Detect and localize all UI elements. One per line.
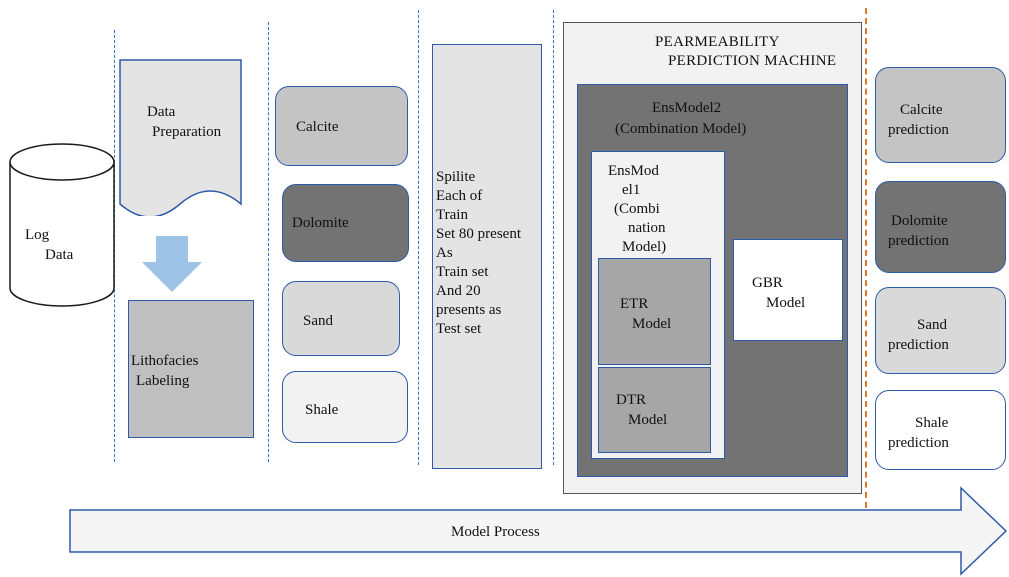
- model-process-label: Model Process: [451, 524, 540, 540]
- ensmodel1-line: el1: [622, 182, 641, 198]
- split-text: Spilite Each of Train Set 80 present As …: [436, 168, 521, 339]
- split-box: [432, 44, 542, 469]
- ensmodel1-line: EnsMod: [608, 163, 659, 179]
- log-data-cylinder: [9, 143, 115, 307]
- split-line: Set 80 present: [436, 226, 521, 242]
- class-calcite: [275, 86, 408, 166]
- gbr-model-box: [733, 239, 843, 341]
- split-line: Spilite: [436, 169, 476, 185]
- prediction-shale-line2: prediction: [888, 435, 949, 451]
- ensmodel2-line1: EnsModel2: [652, 100, 722, 116]
- class-dolomite: [282, 184, 409, 262]
- dtr-line2: Model: [628, 412, 668, 428]
- split-line: Train set: [436, 264, 489, 280]
- machine-title-line2: PERDICTION MACHINE: [668, 53, 837, 69]
- log-data-label-line2: Data: [45, 247, 74, 263]
- gbr-line2: Model: [766, 295, 806, 311]
- dtr-model-box: [598, 367, 711, 453]
- divider-2: [268, 22, 269, 462]
- divider-orange: [865, 8, 867, 528]
- divider-4: [553, 10, 554, 465]
- ensmodel2-line2: (Combination Model): [615, 121, 747, 137]
- lithofacies-labeling-box: [128, 300, 254, 438]
- divider-3: [418, 10, 419, 465]
- class-shale: [282, 371, 408, 443]
- lithofacies-labeling-line2: Labeling: [136, 373, 190, 389]
- split-line: And 20: [436, 283, 481, 299]
- prediction-sand: [875, 287, 1006, 374]
- ensmodel1-line: (Combi: [614, 201, 660, 217]
- data-preparation-document: [119, 59, 242, 216]
- lithofacies-labeling-line1: Lithofacies: [131, 353, 199, 369]
- prediction-calcite: [875, 67, 1006, 163]
- prediction-sand-line2: prediction: [888, 337, 949, 353]
- down-arrow-icon: [142, 236, 202, 292]
- prediction-dolomite-line2: prediction: [888, 233, 949, 249]
- model-process-arrow: [69, 486, 1008, 576]
- split-line: Each of: [436, 188, 483, 204]
- ensmodel1-text: EnsMod el1 (Combi nation Model): [608, 162, 666, 257]
- gbr-line1: GBR: [752, 275, 783, 291]
- class-calcite-label: Calcite: [296, 119, 339, 135]
- log-data-label-line1: Log: [25, 227, 50, 243]
- ensmodel1-line: Model): [622, 239, 667, 255]
- prediction-shale-line1: Shale: [915, 415, 949, 431]
- machine-title-line1: PEARMEABILITY: [655, 34, 780, 50]
- etr-model-box: [598, 258, 711, 365]
- split-line: Test set: [436, 321, 482, 337]
- etr-line1: ETR: [620, 296, 649, 312]
- class-dolomite-label: Dolomite: [292, 215, 349, 231]
- prediction-dolomite-line1: Dolomite: [891, 213, 948, 229]
- prediction-sand-line1: Sand: [917, 317, 947, 333]
- data-preparation-line1: Data: [147, 104, 176, 120]
- class-sand-label: Sand: [303, 313, 333, 329]
- split-line: Train: [436, 207, 468, 223]
- class-sand: [282, 281, 400, 356]
- ensmodel1-line: nation: [628, 220, 666, 236]
- prediction-shale: [875, 390, 1006, 470]
- split-line: presents as: [436, 302, 502, 318]
- class-shale-label: Shale: [305, 402, 339, 418]
- prediction-calcite-line2: prediction: [888, 122, 949, 138]
- etr-line2: Model: [632, 316, 672, 332]
- data-preparation-line2: Preparation: [152, 124, 222, 140]
- split-line: As: [436, 245, 453, 261]
- prediction-calcite-line1: Calcite: [900, 102, 943, 118]
- prediction-dolomite: [875, 181, 1006, 273]
- dtr-line1: DTR: [616, 392, 646, 408]
